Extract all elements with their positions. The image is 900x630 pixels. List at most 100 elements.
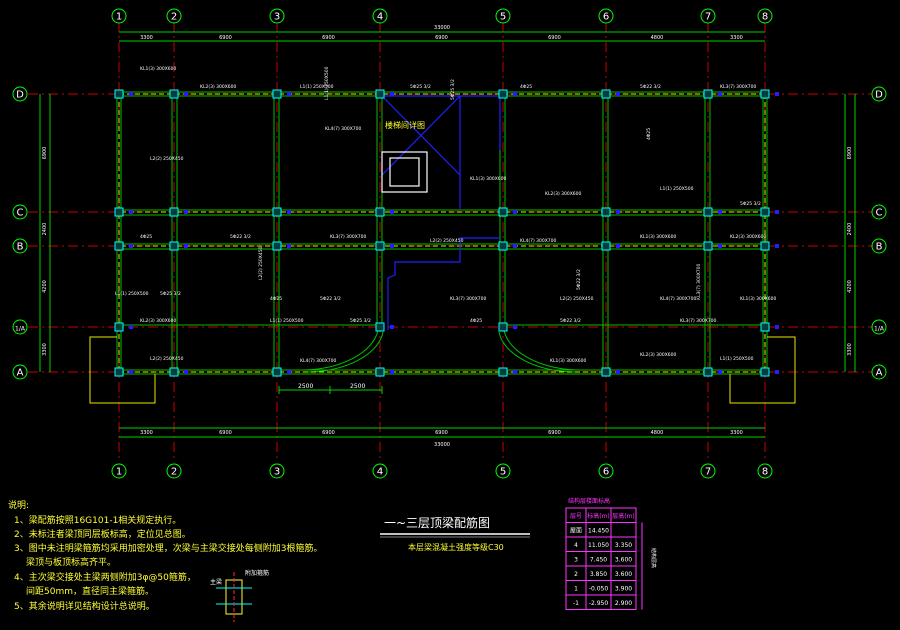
axis-bubble-A-right: A xyxy=(871,364,887,380)
svg-text:A: A xyxy=(876,368,883,379)
svg-text:主梁: 主梁 xyxy=(210,578,222,586)
axis-bubble-7-bottom: 7 xyxy=(700,463,716,479)
beam-label-39: L1(1) 250X500 xyxy=(720,356,754,362)
column-28 xyxy=(703,367,713,377)
beam-label-14: 4Φ25 xyxy=(140,234,152,240)
notes-line-7: 5、其余说明详见结构设计总说明。 xyxy=(14,600,155,612)
svg-text:A: A xyxy=(17,368,24,379)
svg-text:7: 7 xyxy=(705,467,711,478)
right-dim-2: 2400 xyxy=(847,223,853,236)
axis-bubble-4-top: 4 xyxy=(372,8,388,24)
beam-marker-32 xyxy=(775,370,779,374)
column-29 xyxy=(760,89,770,99)
columns xyxy=(114,89,779,377)
beam-marker-31 xyxy=(775,244,779,248)
bottom-dim-2: 6900 xyxy=(219,430,232,436)
svg-text:D: D xyxy=(875,90,883,101)
beam-label-3: L1(1) 250X500 xyxy=(300,84,334,90)
beam-label-v-4: 5Φ22 3/2 xyxy=(576,269,582,290)
level-table-side-note: 结构层高 xyxy=(650,548,657,568)
axis-bubble-6-top: 6 xyxy=(598,8,614,24)
column-9 xyxy=(272,89,282,99)
beam-marker-17 xyxy=(513,92,517,96)
beam-outlines xyxy=(116,91,768,375)
level-table-cell-2-2: 11.050 xyxy=(588,542,609,549)
beam-marker-15 xyxy=(390,244,394,248)
column-20 xyxy=(498,367,508,377)
beam-marker-7 xyxy=(184,244,188,248)
beam-label-18: KL4(7) 300X700 xyxy=(520,238,557,244)
beam-label-v-5: KL3(7) 300X700 xyxy=(696,263,702,300)
axis-bubble-1-A-right: 1/A xyxy=(871,319,887,335)
drawing-subtitle: 本层梁混凝土强度等级C30 xyxy=(408,542,504,552)
svg-text:5: 5 xyxy=(500,467,506,478)
beam-marker-8 xyxy=(184,370,188,374)
notes-line-3: 3、图中未注明梁箍筋均采用加密处理，次梁与主梁交接处每侧附加3根箍筋。 xyxy=(14,542,322,554)
svg-text:2: 2 xyxy=(171,467,177,478)
level-table-title: 结构层楼面标高 xyxy=(568,497,610,505)
beam-marker-10 xyxy=(287,210,291,214)
stair-and-openings xyxy=(381,95,501,330)
beam-label-8: L2(2) 250X450 xyxy=(150,156,184,162)
top-dim-7: 3300 xyxy=(730,35,743,41)
beam-label-28: KL1(3) 300X600 xyxy=(740,296,777,302)
top-dim-1: 3300 xyxy=(140,35,153,41)
axis-bubble-4-bottom: 4 xyxy=(372,463,388,479)
notes-heading: 说明: xyxy=(8,499,29,511)
svg-text:B: B xyxy=(17,242,24,253)
notes-line-6: 间距50mm，直径同主梁箍筋。 xyxy=(26,585,154,597)
bottom-dim-7: 3300 xyxy=(730,430,743,436)
curve-dim-2: 2500 xyxy=(350,383,365,390)
beam-marker-26 xyxy=(718,210,722,214)
svg-text:7: 7 xyxy=(705,12,711,23)
stair-label: 楼梯间详图 xyxy=(385,120,425,130)
column-31 xyxy=(760,241,770,251)
beam-label-1: KL1(3) 300X600 xyxy=(140,66,177,72)
beam-label-30: L1(1) 250X500 xyxy=(270,318,304,324)
beam-label-16: KL3(7) 300X700 xyxy=(330,234,367,240)
level-table-cell-2-3: 3.350 xyxy=(615,542,632,549)
svg-text:3: 3 xyxy=(274,12,280,23)
column-22 xyxy=(601,207,611,217)
column-1 xyxy=(114,89,124,99)
axis-bubble-A-left: A xyxy=(12,364,28,380)
beam-marker-29 xyxy=(775,92,779,96)
axis-bubble-2-bottom: 2 xyxy=(166,463,182,479)
level-table-header-1: 层号 xyxy=(570,513,582,520)
column-21 xyxy=(601,89,611,99)
right-dim-1: 6900 xyxy=(847,147,853,160)
bottom-dim-4: 6900 xyxy=(435,430,448,436)
column-26 xyxy=(703,207,713,217)
column-12 xyxy=(272,367,282,377)
svg-text:1/A: 1/A xyxy=(874,326,885,333)
level-table-cell-6-3: 2.900 xyxy=(615,600,632,607)
beam-label-v-3: 4Φ25 xyxy=(646,128,652,140)
level-table-cell-2-1: 4 xyxy=(574,542,578,549)
beam-marker-4 xyxy=(129,370,133,374)
axis-bubble-B-left: B xyxy=(12,238,28,254)
beam-label-24: 5Φ22 3/2 xyxy=(320,296,341,302)
axis-bubble-1-bottom: 1 xyxy=(111,463,127,479)
beam-marker-35 xyxy=(390,325,394,329)
column-7 xyxy=(169,241,179,251)
column-6 xyxy=(169,207,179,217)
beam-marker-5 xyxy=(184,92,188,96)
beam-marker-2 xyxy=(129,210,133,214)
beam-label-31: 5Φ25 3/2 xyxy=(350,318,371,324)
column-33 xyxy=(114,322,124,332)
beam-label-35: L2(2) 250X450 xyxy=(150,356,184,362)
beam-label-12: L1(1) 250X500 xyxy=(660,186,694,192)
beam-marker-30 xyxy=(775,210,779,214)
beam-label-7: KL3(7) 300X700 xyxy=(720,84,757,90)
svg-text:1: 1 xyxy=(116,467,122,478)
column-10 xyxy=(272,207,282,217)
beam-marker-24 xyxy=(616,370,620,374)
beam-label-v-6: L2(2) 250X450 xyxy=(258,246,264,280)
bottom-dim-6: 4800 xyxy=(651,430,664,436)
beam-marker-1 xyxy=(129,92,133,96)
beam-label-15: 5Φ22 3/2 xyxy=(230,234,251,240)
beam-label-29: KL2(3) 300X600 xyxy=(140,318,177,324)
